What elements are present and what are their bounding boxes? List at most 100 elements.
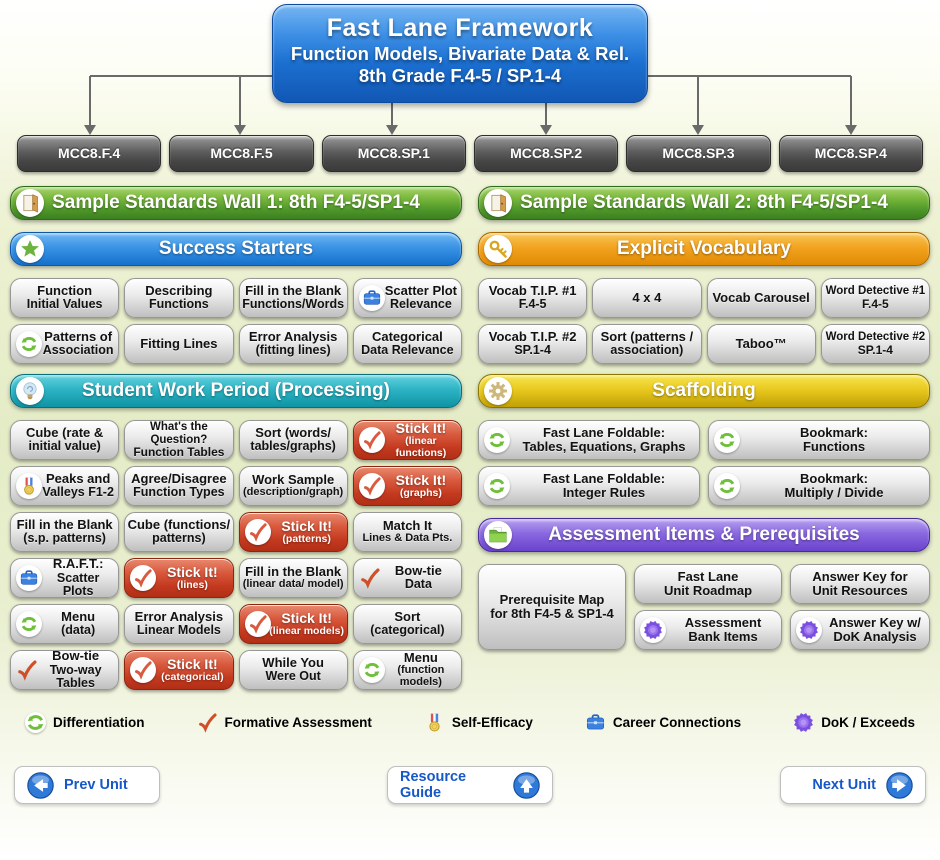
work-item[interactable]: What's the Question?Function Tables xyxy=(124,420,234,460)
assessment-item[interactable]: Answer Key w/DoK Analysis xyxy=(790,610,930,650)
lightbulb-icon xyxy=(16,377,44,405)
standard-button-mcc8-sp3[interactable]: MCC8.SP.3 xyxy=(626,135,771,172)
legend: Differentiation Formative Assessment Sel… xyxy=(0,712,940,733)
legend-self-efficacy: Self-Efficacy xyxy=(424,712,533,733)
work-item-stick-it[interactable]: Stick It!(patterns) xyxy=(238,512,348,552)
recycle-icon xyxy=(16,331,42,357)
starburst-icon xyxy=(793,712,814,733)
banner-success-starters[interactable]: Success Starters xyxy=(10,232,462,266)
resource-guide-button[interactable]: Resource Guide xyxy=(387,766,553,804)
success-item[interactable]: Fitting Lines xyxy=(124,324,234,364)
banner-standards-wall-2[interactable]: Sample Standards Wall 2: 8th F4-5/SP1-4 xyxy=(478,186,930,220)
vocab-item[interactable]: Vocab Carousel xyxy=(706,278,816,318)
standard-button-mcc8-sp4[interactable]: MCC8.SP.4 xyxy=(778,135,923,172)
standard-button-mcc8-f5[interactable]: MCC8.F.5 xyxy=(169,135,314,172)
work-item-stick-it[interactable]: Stick It!(lines) xyxy=(124,558,234,598)
check-circle-icon xyxy=(130,565,157,591)
recycle-icon xyxy=(714,473,740,499)
door-icon xyxy=(484,189,512,217)
page-title: Fast Lane Framework xyxy=(326,14,594,42)
standard-button-mcc8-f4[interactable]: MCC8.F.4 xyxy=(17,135,162,172)
vocab-item[interactable]: Taboo™ xyxy=(706,324,816,364)
banner-scaffolding[interactable]: Scaffolding xyxy=(478,374,930,408)
briefcase-icon xyxy=(358,285,385,311)
work-item[interactable]: Menu(data) xyxy=(10,604,120,644)
vocab-item[interactable]: 4 x 4 xyxy=(592,278,702,318)
next-unit-button[interactable]: Next Unit xyxy=(780,766,926,804)
key-icon xyxy=(484,235,512,263)
check-circle-icon xyxy=(358,427,385,453)
banner-student-work-period[interactable]: Student Work Period (Processing) xyxy=(10,374,462,408)
standards-row: MCC8.F.4 MCC8.F.5 MCC8.SP.1 MCC8.SP.2 MC… xyxy=(17,135,923,172)
scaffolding-item[interactable]: Fast Lane Foldable:Tables, Equations, Gr… xyxy=(478,420,700,460)
recycle-icon xyxy=(714,427,740,453)
work-item[interactable]: Cube (functions/patterns) xyxy=(124,512,234,552)
standard-button-mcc8-sp1[interactable]: MCC8.SP.1 xyxy=(321,135,466,172)
right-column: Sample Standards Wall 2: 8th F4-5/SP1-4 … xyxy=(478,186,930,700)
starburst-icon xyxy=(640,617,666,643)
arrow-left-icon xyxy=(27,772,54,799)
scaffolding-item[interactable]: Fast Lane Foldable:Integer Rules xyxy=(478,466,700,506)
work-item[interactable]: Work Sample(description/graph) xyxy=(238,466,348,506)
medal-icon xyxy=(16,473,42,499)
work-item-stick-it[interactable]: Stick It!(linear functions) xyxy=(352,420,462,460)
scaffolding-item[interactable]: Bookmark:Multiply / Divide xyxy=(708,466,930,506)
legend-career-connections: Career Connections xyxy=(585,712,741,733)
work-item-stick-it[interactable]: Stick It!(categorical) xyxy=(124,650,234,690)
scaffolding-item[interactable]: Bookmark:Functions xyxy=(708,420,930,460)
banner-explicit-vocabulary[interactable]: Explicit Vocabulary xyxy=(478,232,930,266)
work-item[interactable]: R.A.F.T.:Scatter Plots xyxy=(10,557,120,598)
work-item-stick-it[interactable]: Stick It!(graphs) xyxy=(352,466,462,506)
arrow-up-icon xyxy=(513,772,540,799)
work-item[interactable]: Sort(categorical) xyxy=(352,604,462,644)
standard-button-mcc8-sp2[interactable]: MCC8.SP.2 xyxy=(473,135,619,172)
page-subtitle-2: 8th Grade F.4-5 / SP.1-4 xyxy=(358,65,562,87)
work-item[interactable]: Fill in the Blank(s.p. patterns) xyxy=(10,512,120,552)
left-column: Sample Standards Wall 1: 8th F4-5/SP1-4 … xyxy=(10,186,462,700)
work-item[interactable]: Menu(function models) xyxy=(352,650,462,690)
work-item[interactable]: Cube (rate &initial value) xyxy=(10,420,120,460)
banner-label: Explicit Vocabulary xyxy=(617,238,791,259)
check-icon xyxy=(359,567,381,589)
vocab-item[interactable]: Sort (patterns /association) xyxy=(592,324,702,364)
briefcase-icon xyxy=(585,712,606,733)
success-item[interactable]: Error Analysis(fitting lines) xyxy=(238,324,348,364)
check-circle-icon xyxy=(130,657,157,683)
page-subtitle-1: Function Models, Bivariate Data & Rel. xyxy=(290,43,630,64)
banner-label: Student Work Period (Processing) xyxy=(82,380,390,401)
prev-unit-button[interactable]: Prev Unit xyxy=(14,766,160,804)
check-icon xyxy=(16,659,38,681)
work-item[interactable]: Sort (words/tables/graphs) xyxy=(238,420,348,460)
door-icon xyxy=(16,189,44,217)
briefcase-icon xyxy=(16,565,42,591)
work-item-stick-it[interactable]: Stick It!(linear models) xyxy=(238,604,348,644)
check-circle-icon xyxy=(244,519,271,545)
work-item[interactable]: Fill in the Blank(linear data/ model) xyxy=(238,558,348,598)
banner-assessment[interactable]: Assessment Items & Prerequisites xyxy=(478,518,930,552)
banner-standards-wall-1[interactable]: Sample Standards Wall 1: 8th F4-5/SP1-4 xyxy=(10,186,462,220)
banner-label: Sample Standards Wall 2: 8th F4-5/SP1-4 xyxy=(520,192,888,213)
banner-label: Scaffolding xyxy=(652,380,756,401)
